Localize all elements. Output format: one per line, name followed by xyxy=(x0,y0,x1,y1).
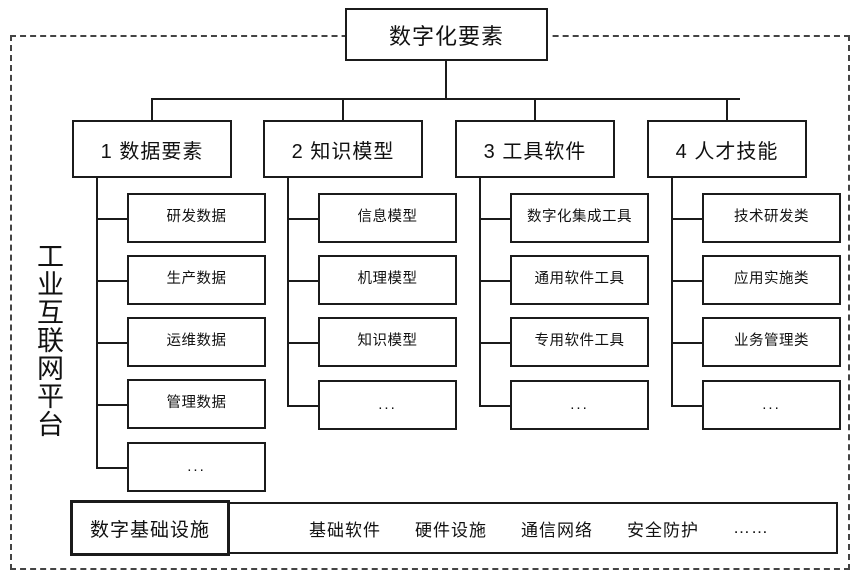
infrastructure-item-ellipsis: …… xyxy=(733,518,769,537)
stub-c2-child-1 xyxy=(287,218,319,220)
stub-c2-child-2 xyxy=(287,280,319,282)
category-box-knowledge-models[interactable]: 2 知识模型 xyxy=(263,120,423,178)
connector-bus-to-cat-2 xyxy=(342,98,344,120)
stub-c1-child-4 xyxy=(96,404,128,406)
stub-c2-child-4 xyxy=(287,405,319,407)
leaf-box[interactable]: 通用软件工具 xyxy=(510,255,649,305)
leaf-box[interactable]: 知识模型 xyxy=(318,317,457,367)
stub-c1-child-3 xyxy=(96,342,128,344)
leaf-box[interactable]: 专用软件工具 xyxy=(510,317,649,367)
leaf-box[interactable]: 业务管理类 xyxy=(702,317,841,367)
connector-bus-horizontal xyxy=(152,98,740,100)
spine-category-4 xyxy=(671,178,673,407)
infrastructure-item[interactable]: 通信网络 xyxy=(521,520,593,540)
connector-root-drop xyxy=(445,61,447,99)
category-box-tool-software[interactable]: 3 工具软件 xyxy=(455,120,615,178)
leaf-box[interactable]: 数字化集成工具 xyxy=(510,193,649,243)
leaf-box[interactable]: ... xyxy=(510,380,649,430)
stub-c1-child-1 xyxy=(96,218,128,220)
stub-c3-child-4 xyxy=(479,405,511,407)
stub-c1-child-5 xyxy=(96,467,128,469)
leaf-box[interactable]: 信息模型 xyxy=(318,193,457,243)
leaf-box[interactable]: 机理模型 xyxy=(318,255,457,305)
spine-category-2 xyxy=(287,178,289,407)
leaf-box[interactable]: 技术研发类 xyxy=(702,193,841,243)
infrastructure-item[interactable]: 硬件设施 xyxy=(415,520,487,540)
stub-c3-child-3 xyxy=(479,342,511,344)
leaf-box[interactable]: 应用实施类 xyxy=(702,255,841,305)
platform-label: 工业互联网平台 xyxy=(32,242,63,438)
leaf-box[interactable]: ... xyxy=(702,380,841,430)
spine-category-1 xyxy=(96,178,98,469)
leaf-box[interactable]: ... xyxy=(127,442,266,492)
leaf-box[interactable]: 运维数据 xyxy=(127,317,266,367)
infrastructure-label[interactable]: 数字基础设施 xyxy=(70,500,230,556)
connector-bus-to-cat-3 xyxy=(534,98,536,120)
stub-c4-child-4 xyxy=(671,405,703,407)
stub-c1-child-2 xyxy=(96,280,128,282)
stub-c3-child-2 xyxy=(479,280,511,282)
leaf-box[interactable]: 管理数据 xyxy=(127,379,266,429)
connector-bus-to-cat-1 xyxy=(151,98,153,120)
stub-c3-child-1 xyxy=(479,218,511,220)
root-node-digital-elements[interactable]: 数字化要素 xyxy=(345,8,548,61)
leaf-box[interactable]: 研发数据 xyxy=(127,193,266,243)
category-box-talent-skills[interactable]: 4 人才技能 xyxy=(647,120,807,178)
stub-c4-child-2 xyxy=(671,280,703,282)
spine-category-3 xyxy=(479,178,481,407)
connector-bus-to-cat-4 xyxy=(726,98,728,120)
stub-c2-child-3 xyxy=(287,342,319,344)
leaf-box[interactable]: 生产数据 xyxy=(127,255,266,305)
infrastructure-items: 基础软件 硬件设施 通信网络 安全防护 …… xyxy=(240,502,838,554)
category-box-data-elements[interactable]: 1 数据要素 xyxy=(72,120,232,178)
stub-c4-child-3 xyxy=(671,342,703,344)
stub-c4-child-1 xyxy=(671,218,703,220)
leaf-box[interactable]: ... xyxy=(318,380,457,430)
infrastructure-item[interactable]: 安全防护 xyxy=(627,520,699,540)
infrastructure-item[interactable]: 基础软件 xyxy=(309,520,381,540)
